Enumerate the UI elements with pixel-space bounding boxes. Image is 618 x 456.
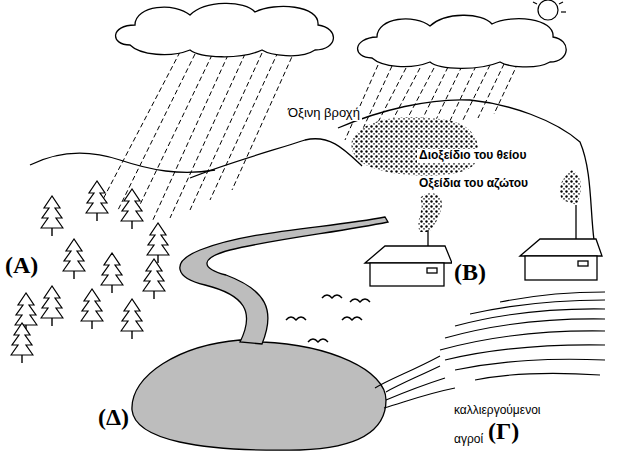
hills [30,100,594,240]
river-lake [132,217,388,450]
nitrogen-oxides-label: Οξείδια του αζώτου [417,177,530,191]
sun [533,0,566,20]
region-label: (Δ) [96,404,131,432]
acid-rain-label: Όξινη βροχή [286,106,362,121]
region-label: (Β) [452,259,488,287]
region-label: (Α) [3,252,40,280]
region-label: (Γ) [486,418,521,446]
sulfur-dioxide-label: Διοξείδιο του θείου [417,149,528,163]
clouds [116,3,567,68]
birds [286,295,370,342]
cultivated-fields [375,292,605,408]
acid-rain [100,50,518,222]
pollution-smoke [351,117,580,232]
factories [365,205,602,286]
